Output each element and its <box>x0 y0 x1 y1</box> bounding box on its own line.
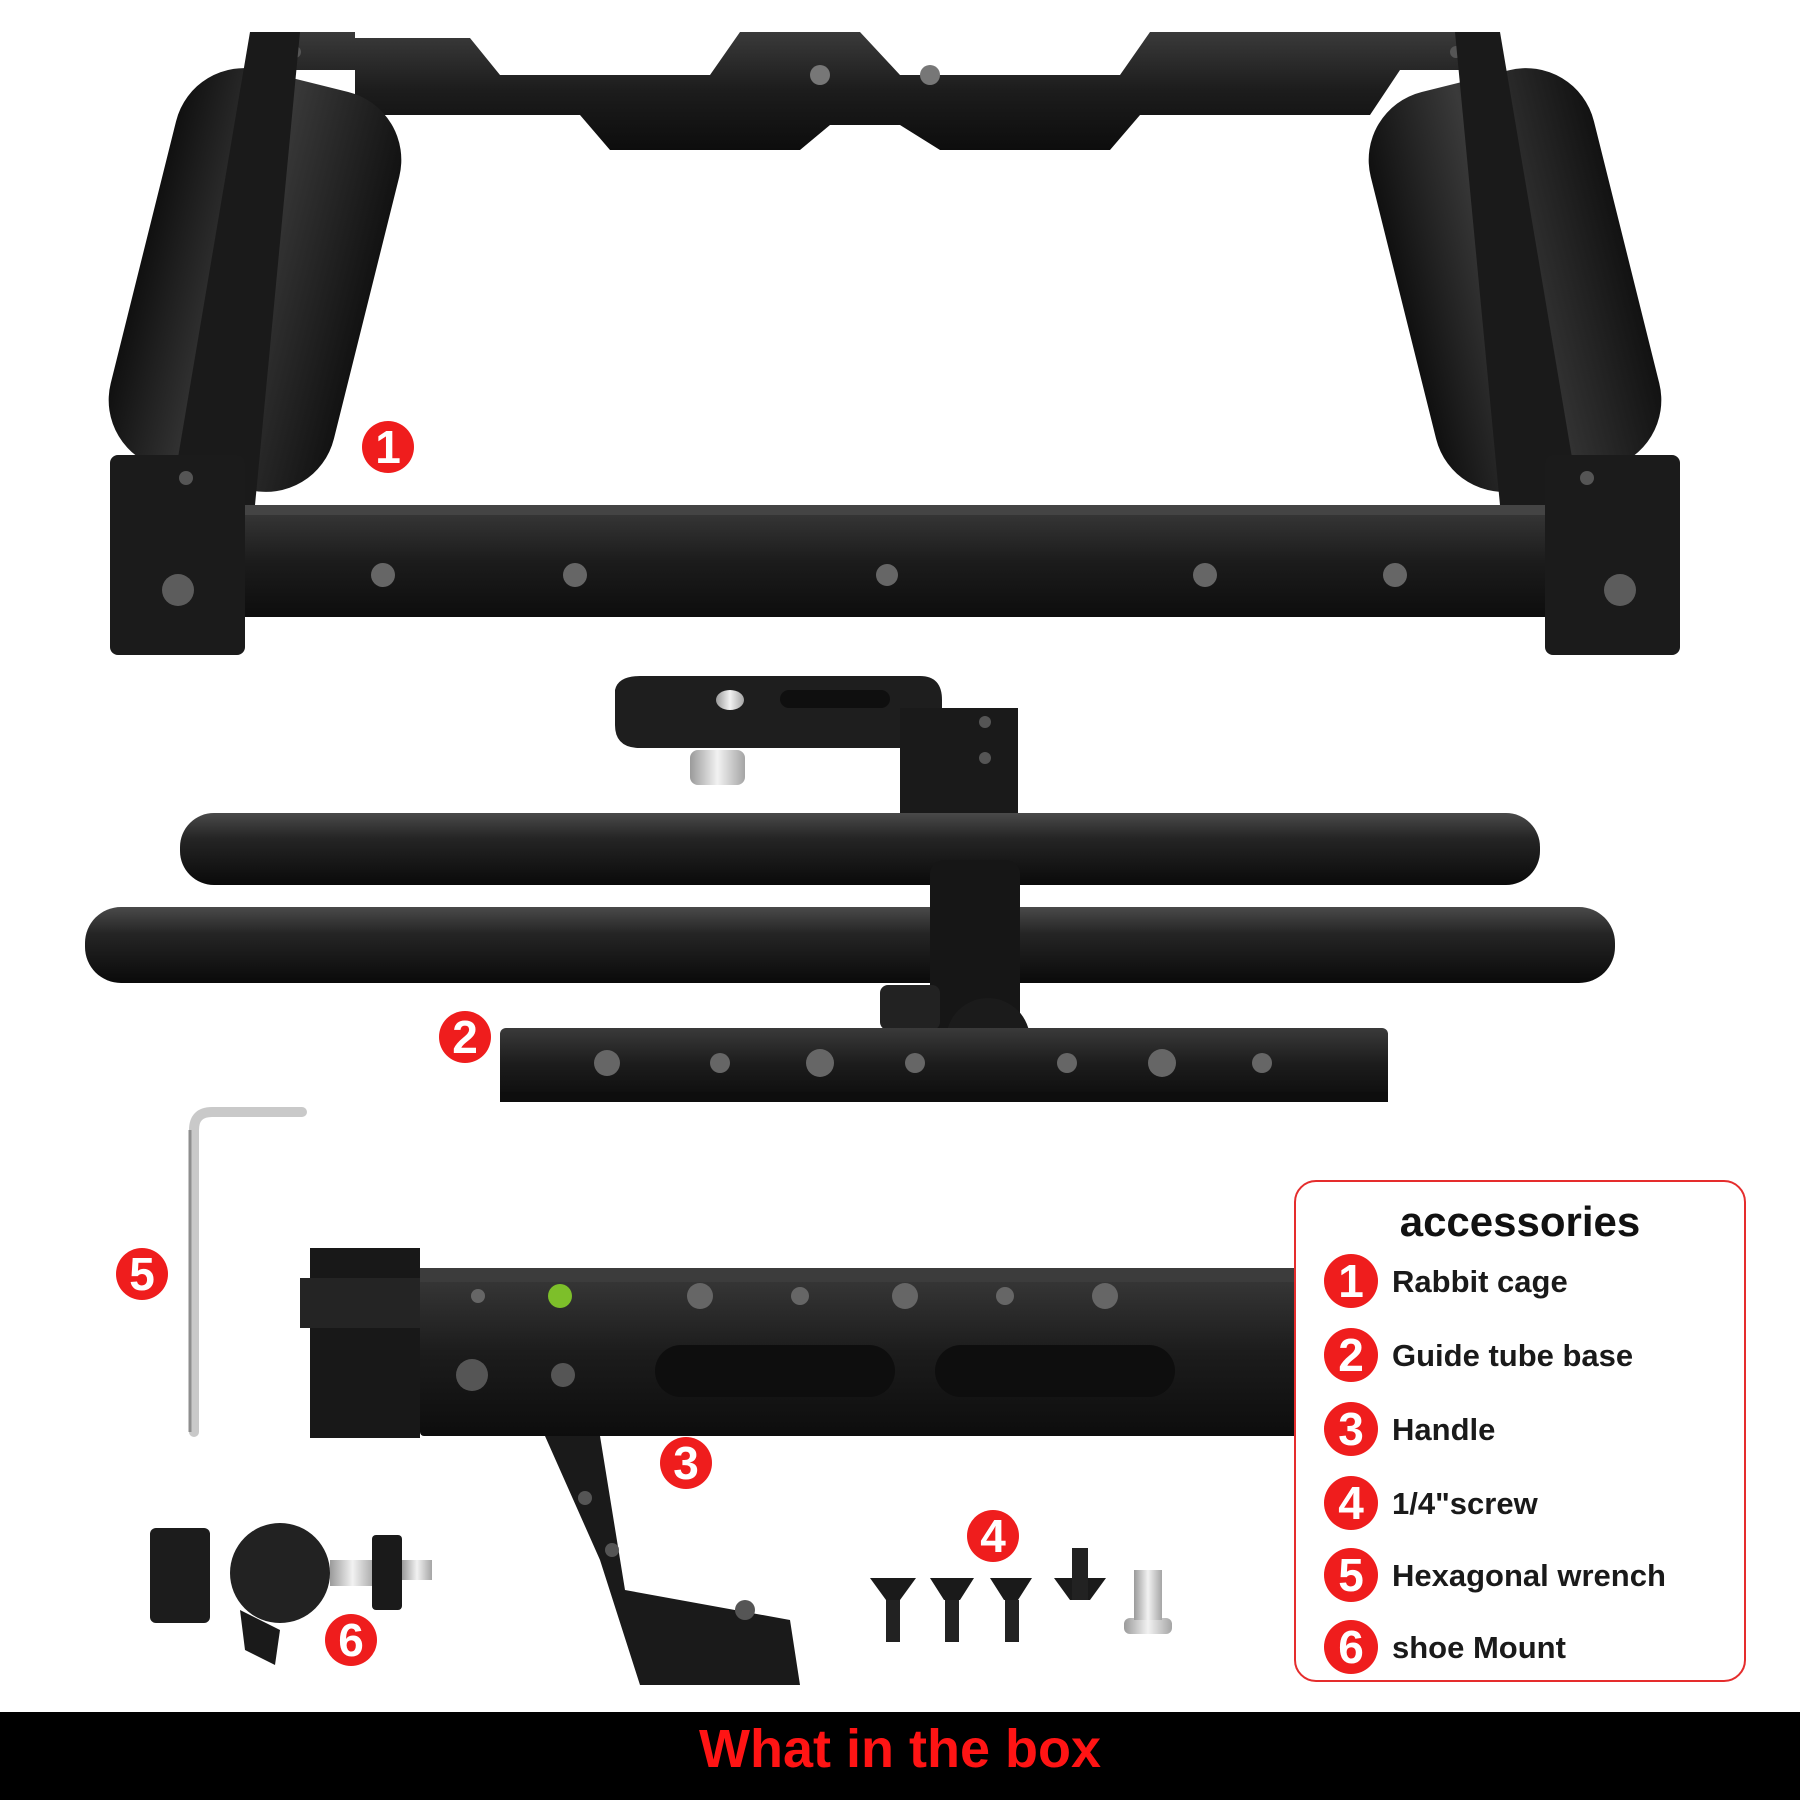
screws <box>870 1548 1172 1642</box>
footer-banner: What in the box <box>0 1712 1800 1800</box>
handle <box>300 1248 1440 1685</box>
callout-badge-6: 6 <box>325 1614 377 1666</box>
accessory-label: 1/4"screw <box>1392 1486 1538 1521</box>
accessory-number: 4 <box>1324 1476 1378 1530</box>
accessory-label: Rabbit cage <box>1392 1264 1568 1299</box>
callout-badge-5: 5 <box>116 1248 168 1300</box>
accessory-number: 2 <box>1324 1328 1378 1382</box>
callout-badge-4: 4 <box>967 1510 1019 1562</box>
accessory-item: 3 Handle <box>1324 1402 1724 1458</box>
product-illustration <box>85 32 1680 1685</box>
accessory-item: 2 Guide tube base <box>1324 1328 1724 1384</box>
shoe-mount <box>150 1523 432 1665</box>
callout-badge-2: 2 <box>439 1011 491 1063</box>
accessory-item: 4 1/4"screw <box>1324 1476 1724 1532</box>
accessory-label: Guide tube base <box>1392 1338 1634 1373</box>
accessory-item: 6 shoe Mount <box>1324 1620 1724 1676</box>
hexagonal-wrench <box>188 1107 307 1437</box>
accessory-item: 5 Hexagonal wrench <box>1324 1548 1724 1604</box>
accessories-title: accessories <box>1399 1198 1641 1245</box>
accessory-number: 6 <box>1324 1620 1378 1674</box>
accessory-label: shoe Mount <box>1392 1630 1566 1665</box>
accessory-label: Hexagonal wrench <box>1392 1558 1666 1593</box>
accessories-legend: accessories 1 Rabbit cage 2 Guide tube b… <box>1294 1180 1746 1682</box>
callout-badge-3: 3 <box>660 1437 712 1489</box>
accessory-number: 3 <box>1324 1402 1378 1456</box>
footer-title: What in the box <box>699 1719 1101 1779</box>
rabbit-cage <box>108 32 1680 655</box>
accessory-label: Handle <box>1392 1412 1496 1447</box>
accessory-number: 5 <box>1324 1548 1378 1602</box>
accessory-item: 1 Rabbit cage <box>1324 1254 1724 1310</box>
guide-tube-base <box>85 676 1615 1102</box>
accessory-number: 1 <box>1324 1254 1378 1308</box>
callout-badge-1: 1 <box>362 421 414 473</box>
